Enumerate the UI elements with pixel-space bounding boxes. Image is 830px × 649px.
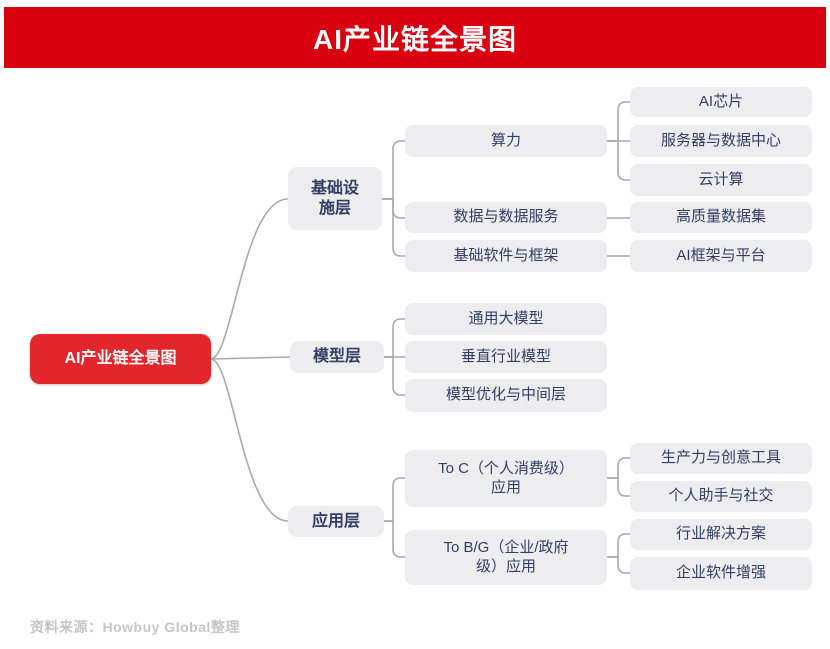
edge-root-application xyxy=(210,358,289,522)
edge-app-tobg xyxy=(383,520,406,558)
leaf-ai-chip: AI芯片 xyxy=(630,87,812,117)
edge-root-infrastructure xyxy=(210,198,289,360)
edge-toc-productivity xyxy=(606,457,631,479)
edge-tobg-industry xyxy=(606,533,631,558)
node-vertical-model: 垂直行业模型 xyxy=(405,341,607,373)
node-tobg-apps: To B/G（企业/政府 级）应用 xyxy=(405,530,607,585)
leaf-assistant-social: 个人助手与社交 xyxy=(630,481,812,512)
node-general-model: 通用大模型 xyxy=(405,303,607,335)
leaf-industry-solutions: 行业解决方案 xyxy=(630,519,812,550)
branch-application: 应用层 xyxy=(288,506,384,537)
node-base-software: 基础软件与框架 xyxy=(405,240,607,272)
edge-infra-compute xyxy=(381,140,406,200)
leaf-server-datacenter: 服务器与数据中心 xyxy=(630,125,812,157)
edge-compute-cloud xyxy=(606,140,631,181)
node-toc-apps: To C（个人消费级） 应用 xyxy=(405,450,607,507)
edge-toc-assistant xyxy=(606,477,631,497)
leaf-quality-dataset: 高质量数据集 xyxy=(630,202,812,233)
edge-tobg-enterprise xyxy=(606,556,631,574)
leaf-enterprise-software: 企业软件增强 xyxy=(630,557,812,590)
branch-model: 模型层 xyxy=(290,341,384,373)
edge-root-model xyxy=(210,356,291,360)
branch-infrastructure: 基础设 施层 xyxy=(288,167,382,230)
page-title: AI产业链全景图 xyxy=(312,23,517,55)
node-data-services: 数据与数据服务 xyxy=(405,202,607,233)
source-note: 资料来源：Howbuy Global整理 xyxy=(30,619,240,635)
leaf-productivity-tools: 生产力与创意工具 xyxy=(630,443,812,474)
edge-model-general xyxy=(383,318,406,358)
leaf-ai-framework-platform: AI框架与平台 xyxy=(630,240,812,272)
title-banner: AI产业链全景图 xyxy=(4,7,826,68)
edge-infra-software xyxy=(381,198,406,257)
node-compute: 算力 xyxy=(405,125,607,157)
edge-app-toc xyxy=(383,477,406,522)
leaf-cloud-computing: 云计算 xyxy=(630,164,812,196)
root-node: AI产业链全景图 xyxy=(30,334,211,384)
edge-compute-chip xyxy=(606,101,631,142)
node-model-optimization: 模型优化与中间层 xyxy=(405,379,607,412)
edge-model-optimize xyxy=(383,356,406,396)
